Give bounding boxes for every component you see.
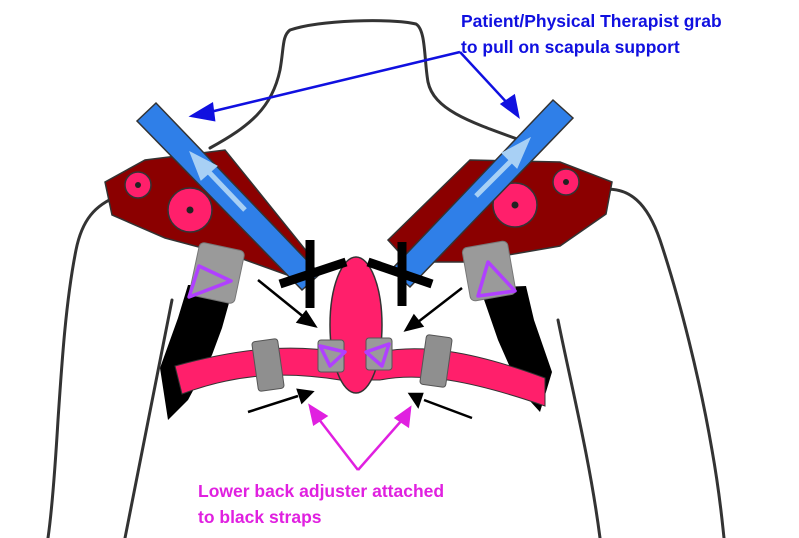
bottom-annotation-line-1: Lower back adjuster attached xyxy=(198,478,444,504)
right-arm-outline xyxy=(600,189,724,538)
arrow-line xyxy=(248,396,298,412)
pointer-line xyxy=(210,52,460,112)
pad-circle-center xyxy=(187,207,194,214)
bottom-annotation: Lower back adjuster attached to black st… xyxy=(198,478,444,530)
bottom-annotation-line-2: to black straps xyxy=(198,504,444,530)
bottom-annotation-arrows xyxy=(310,406,410,470)
right-torso-outline xyxy=(558,320,600,538)
arrow-line xyxy=(424,400,472,418)
left-torso-outline xyxy=(125,300,172,538)
arrow-line xyxy=(418,288,462,322)
left-arm-outline xyxy=(48,196,118,538)
arrow-head xyxy=(410,394,422,406)
pad-circle-center xyxy=(135,182,141,188)
body-outline xyxy=(48,21,724,538)
top-annotation-arrows xyxy=(192,52,518,120)
pointer-head xyxy=(310,406,326,424)
lower-back-adjuster xyxy=(330,257,382,393)
arrow-head xyxy=(298,390,312,402)
pointer-head xyxy=(192,104,214,120)
top-annotation-line-2: to pull on scapula support xyxy=(461,34,722,60)
pointer-line xyxy=(460,52,510,106)
buckle xyxy=(252,338,285,391)
pad-circle-center xyxy=(563,179,569,185)
top-annotation: Patient/Physical Therapist grab to pull … xyxy=(461,8,722,60)
arrow-head xyxy=(406,316,422,330)
pointer-line xyxy=(358,420,402,470)
pointer-line xyxy=(318,418,358,470)
top-annotation-line-1: Patient/Physical Therapist grab xyxy=(461,8,722,34)
pad-circle-center xyxy=(512,202,519,209)
